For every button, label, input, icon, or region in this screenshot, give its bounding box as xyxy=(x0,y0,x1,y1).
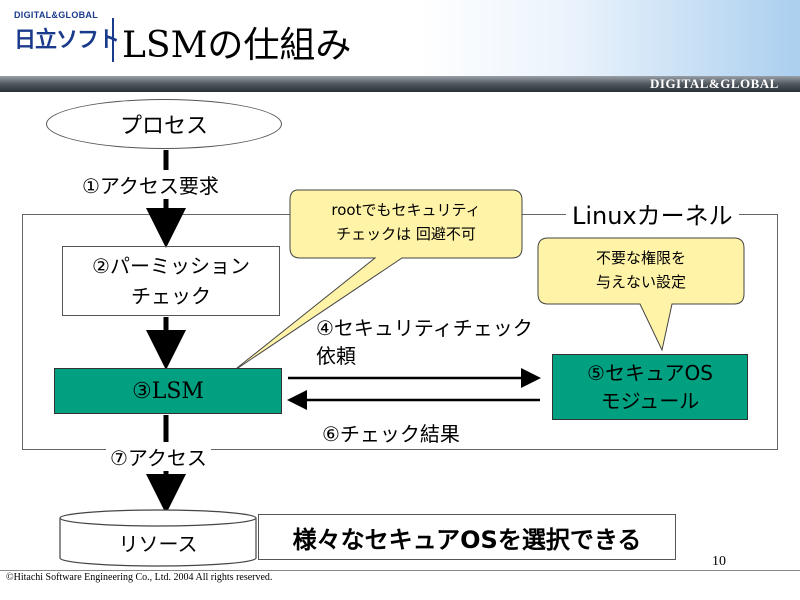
logo-tagline: DIGITAL&GLOBAL xyxy=(14,10,99,20)
header-decoration xyxy=(420,0,800,76)
process-node: プロセス xyxy=(46,99,282,149)
secure-os-label-line2: モジュール xyxy=(600,389,700,413)
step1-label: ①アクセス要求 xyxy=(82,170,219,199)
resource-cylinder xyxy=(59,509,257,567)
lsm-node: ③LSM xyxy=(54,368,282,414)
step6-label: ⑥チェック結果 xyxy=(322,418,460,447)
permission-label-line2: チェック xyxy=(131,284,211,308)
brand-text: DIGITAL&GLOBAL xyxy=(650,76,779,91)
slide-title: LSMの仕組み xyxy=(122,25,352,66)
resource-node: リソース xyxy=(60,524,256,560)
step7-label: ⑦アクセス xyxy=(106,442,211,471)
step4-label-line2: 依頼 xyxy=(316,344,356,368)
secure-os-label-line1: ⑤セキュアOS xyxy=(587,361,713,385)
callout-privilege-line1: 不要な権限を xyxy=(595,249,686,267)
copyright-text: ©Hitachi Software Engineering Co., Ltd. … xyxy=(6,572,273,583)
callout-privilege-text: 不要な権限を 与えない設定 xyxy=(542,246,740,294)
callout-root-line2: チェックは 回避不可 xyxy=(336,225,476,243)
slide-header: DIGITAL&GLOBAL 日立ソフト LSMの仕組み DIGITAL&GLO… xyxy=(0,0,800,92)
lsm-label: ③LSM xyxy=(132,378,204,404)
callout-privilege-line2: 与えない設定 xyxy=(595,273,686,291)
secure-os-module-node: ⑤セキュアOS モジュール xyxy=(552,354,748,420)
summary-text: 様々なセキュアOSを選択できる xyxy=(292,525,642,554)
page-number: 10 xyxy=(712,554,726,569)
callout-root-text: rootでもセキュリティ チェックは 回避不可 xyxy=(296,198,516,246)
summary-box: 様々なセキュアOSを選択できる xyxy=(258,514,676,560)
callout-root-bubble xyxy=(231,189,523,373)
title-separator xyxy=(112,18,114,62)
header-band xyxy=(0,76,800,92)
step4-label-line1: ④セキュリティチェック xyxy=(316,316,533,340)
permission-label-line1: ②パーミッション xyxy=(92,254,250,278)
footer-divider xyxy=(0,570,800,571)
resource-label: リソース xyxy=(118,531,198,556)
company-logo: 日立ソフト xyxy=(14,28,120,53)
permission-check-node: ②パーミッション チェック xyxy=(62,246,280,316)
callout-root-line1: rootでもセキュリティ xyxy=(331,201,481,219)
process-label: プロセス xyxy=(119,114,208,139)
kernel-label: Linuxカーネル xyxy=(566,196,739,231)
callout-privilege-bubble xyxy=(537,237,745,352)
